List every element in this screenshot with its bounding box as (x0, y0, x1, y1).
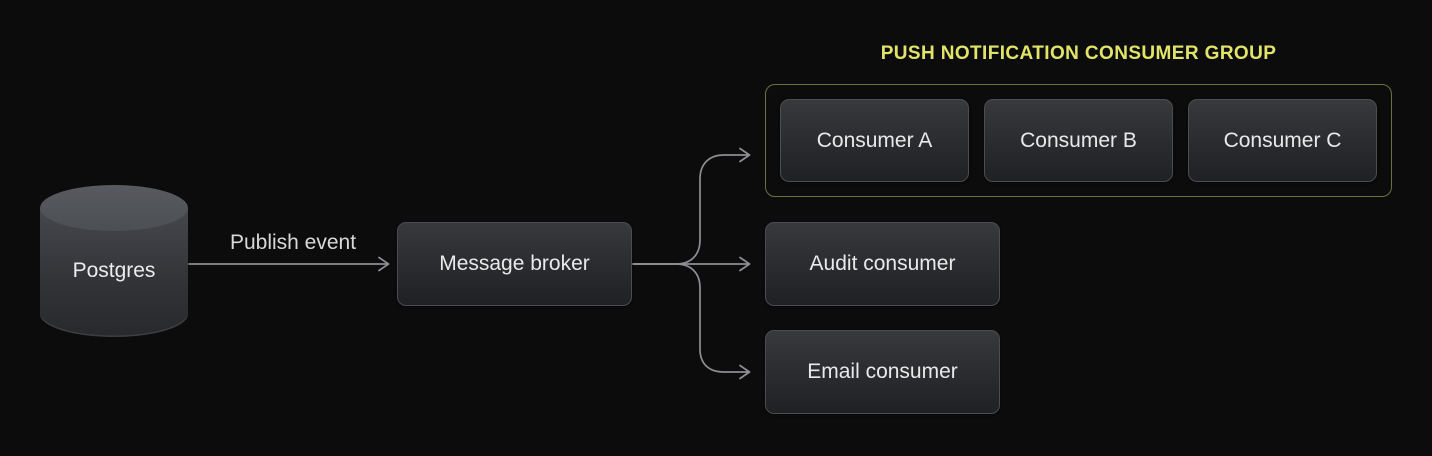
consumer-group-title: PUSH NOTIFICATION CONSUMER GROUP (880, 43, 1277, 64)
edge-broker-to-consumer-group (632, 147, 751, 265)
consumer-c-label: Consumer C (1223, 128, 1342, 152)
consumer-a-label: Consumer A (816, 128, 933, 152)
publish-event-label: Publish event (229, 231, 357, 254)
edge-broker-to-audit (632, 256, 751, 272)
consumer-b-node: Consumer B (984, 99, 1173, 182)
push-notification-consumer-group: Consumer A Consumer B Consumer C (765, 84, 1392, 197)
email-consumer-label: Email consumer (807, 360, 958, 383)
postgres-database-node: Postgres (40, 185, 188, 337)
audit-consumer-label: Audit consumer (809, 252, 956, 275)
postgres-label: Postgres (72, 259, 156, 282)
message-broker-label: Message broker (439, 252, 590, 275)
edge-broker-to-email (632, 263, 751, 380)
audit-consumer-node: Audit consumer (765, 222, 1000, 306)
database-cylinder-icon (40, 185, 188, 231)
message-broker-node: Message broker (397, 222, 632, 306)
consumer-b-label: Consumer B (1020, 128, 1137, 152)
edge-publish-event-arrow (188, 256, 390, 272)
consumer-c-node: Consumer C (1188, 99, 1377, 182)
consumer-a-node: Consumer A (780, 99, 969, 182)
email-consumer-node: Email consumer (765, 330, 1000, 414)
